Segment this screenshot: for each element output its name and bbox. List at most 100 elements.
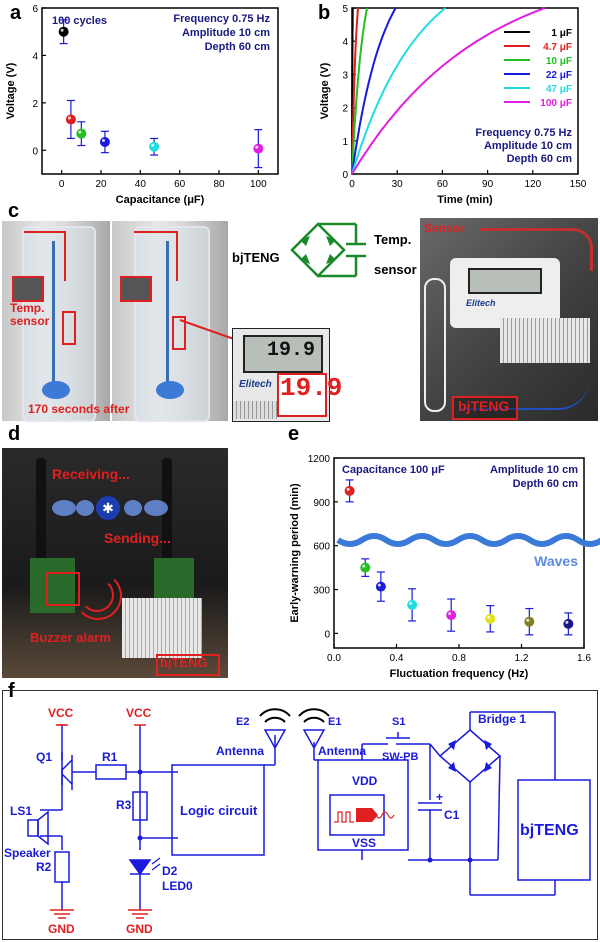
data-point	[253, 143, 264, 154]
y-axis-label: Voltage (V)	[319, 62, 331, 119]
plot-frame	[333, 457, 585, 649]
data-point	[344, 485, 355, 496]
y-tick-label: 4	[32, 51, 38, 62]
annotation-line: Depth 60 cm	[507, 153, 573, 165]
sensor-label: sensor	[374, 262, 417, 277]
q1-label: Q1	[36, 750, 53, 764]
r3-label: R3	[116, 798, 132, 812]
bjteng-photo-label: bjTENG	[458, 398, 510, 414]
x-tick-label: 60	[174, 179, 186, 190]
annotation-line: Amplitude 10 cm	[182, 27, 270, 39]
plot-frame	[41, 7, 279, 175]
sending-label: Sending...	[104, 530, 171, 546]
legend-label: 22 μF	[546, 70, 572, 81]
photo-sensor-board: Elitech	[420, 218, 598, 421]
temp-label: Temp.	[374, 232, 412, 247]
data-point	[58, 26, 69, 37]
waves-label: Waves	[534, 553, 578, 569]
data-point-highlight	[78, 130, 82, 134]
data-point-highlight	[151, 143, 155, 147]
x-tick-label: 0.0	[327, 653, 341, 664]
data-point-highlight	[377, 583, 381, 587]
x-tick-label: 1.2	[515, 653, 529, 664]
vcc1-label: VCC	[48, 706, 74, 720]
e1-label: E1	[328, 716, 342, 728]
y-tick-label: 5	[342, 4, 348, 15]
gnd1-label: GND	[48, 922, 75, 936]
panel-label-d: d	[8, 423, 21, 445]
data-point	[99, 136, 110, 147]
speaker-label: Speaker	[4, 846, 51, 860]
y-tick-label: 2	[342, 104, 348, 115]
bridge-label: Bridge 1	[478, 712, 527, 726]
x-axis-label: Fluctuation frequency (Hz)	[390, 668, 529, 680]
photo-wireless: ✱	[2, 448, 228, 678]
x-tick-label: 0.4	[390, 653, 404, 664]
r2-label: R2	[36, 860, 52, 874]
antenna-label-2: Antenna	[318, 744, 366, 758]
y-tick-label: 300	[313, 586, 330, 597]
elitech-logo-2: Elitech	[466, 298, 496, 308]
data-point-highlight	[346, 487, 350, 491]
annotation-line: Amplitude 10 cm	[484, 140, 572, 152]
c1-plus: +	[436, 790, 444, 804]
data-point	[485, 613, 496, 624]
waves-band	[336, 533, 600, 547]
series-line	[351, 7, 546, 175]
annotation-line: Amplitude 10 cm	[490, 464, 578, 476]
data-point	[407, 599, 418, 610]
c1-label: C1	[444, 808, 460, 822]
circuit-frame	[2, 690, 598, 940]
x-tick-label: 0	[59, 179, 65, 190]
annotation-cycles: 100 cycles	[52, 15, 107, 27]
y-axis-label: Early-warning period (min)	[289, 483, 301, 623]
legend-label: 4.7 μF	[543, 42, 572, 53]
x-tick-label: 60	[437, 179, 449, 190]
after-label: 170 seconds after	[28, 402, 130, 416]
annotation-line: Frequency 0.75 Hz	[173, 13, 270, 25]
logic-circuit-label: Logic circuit	[180, 803, 258, 818]
plot-frame	[351, 7, 579, 175]
data-point-highlight	[487, 615, 491, 619]
antenna-label-1: Antenna	[216, 744, 264, 758]
series-line	[351, 7, 397, 175]
annotation-line: Depth 60 cm	[513, 478, 579, 490]
x-tick-label: 20	[95, 179, 107, 190]
data-point-highlight	[255, 145, 259, 149]
series-line	[351, 7, 369, 175]
gnd2-label: GND	[126, 922, 153, 936]
x-tick-label: 100	[250, 179, 267, 190]
series-line	[351, 7, 359, 175]
x-tick-label: 0	[349, 179, 355, 190]
data-point-highlight	[409, 601, 413, 605]
data-point-highlight	[448, 612, 452, 616]
big-digits: 19.9	[280, 373, 343, 403]
led0-label: LED0	[162, 879, 193, 893]
photo-tank-before	[2, 221, 110, 422]
data-point-highlight	[526, 618, 530, 622]
bluetooth-icon: ✱	[96, 496, 120, 520]
x-axis-label: Capacitance (μF)	[116, 194, 205, 206]
panel-label-c: c	[8, 200, 20, 222]
vss-label: VSS	[352, 836, 377, 850]
data-point	[563, 618, 574, 629]
data-point-highlight	[101, 138, 105, 142]
y-tick-label: 0	[324, 629, 330, 640]
y-tick-label: 600	[313, 542, 330, 553]
photo-tank-after	[112, 221, 228, 422]
annotation-line: Frequency 0.75 Hz	[475, 127, 572, 139]
y-axis-label: Voltage (V)	[5, 62, 17, 119]
s1-label: S1	[392, 716, 406, 728]
y-tick-label: 2	[32, 99, 38, 110]
annotation-line: Depth 60 cm	[205, 41, 271, 53]
vdd-label: VDD	[352, 774, 378, 788]
data-point	[149, 141, 160, 152]
y-tick-label: 4	[342, 37, 348, 48]
data-point	[446, 610, 457, 621]
y-tick-label: 6	[32, 4, 38, 15]
r1-label: R1	[102, 750, 118, 764]
x-tick-label: 120	[524, 179, 541, 190]
y-tick-label: 1200	[308, 454, 331, 465]
data-point	[360, 562, 371, 573]
legend-label: 1 μF	[551, 28, 572, 39]
